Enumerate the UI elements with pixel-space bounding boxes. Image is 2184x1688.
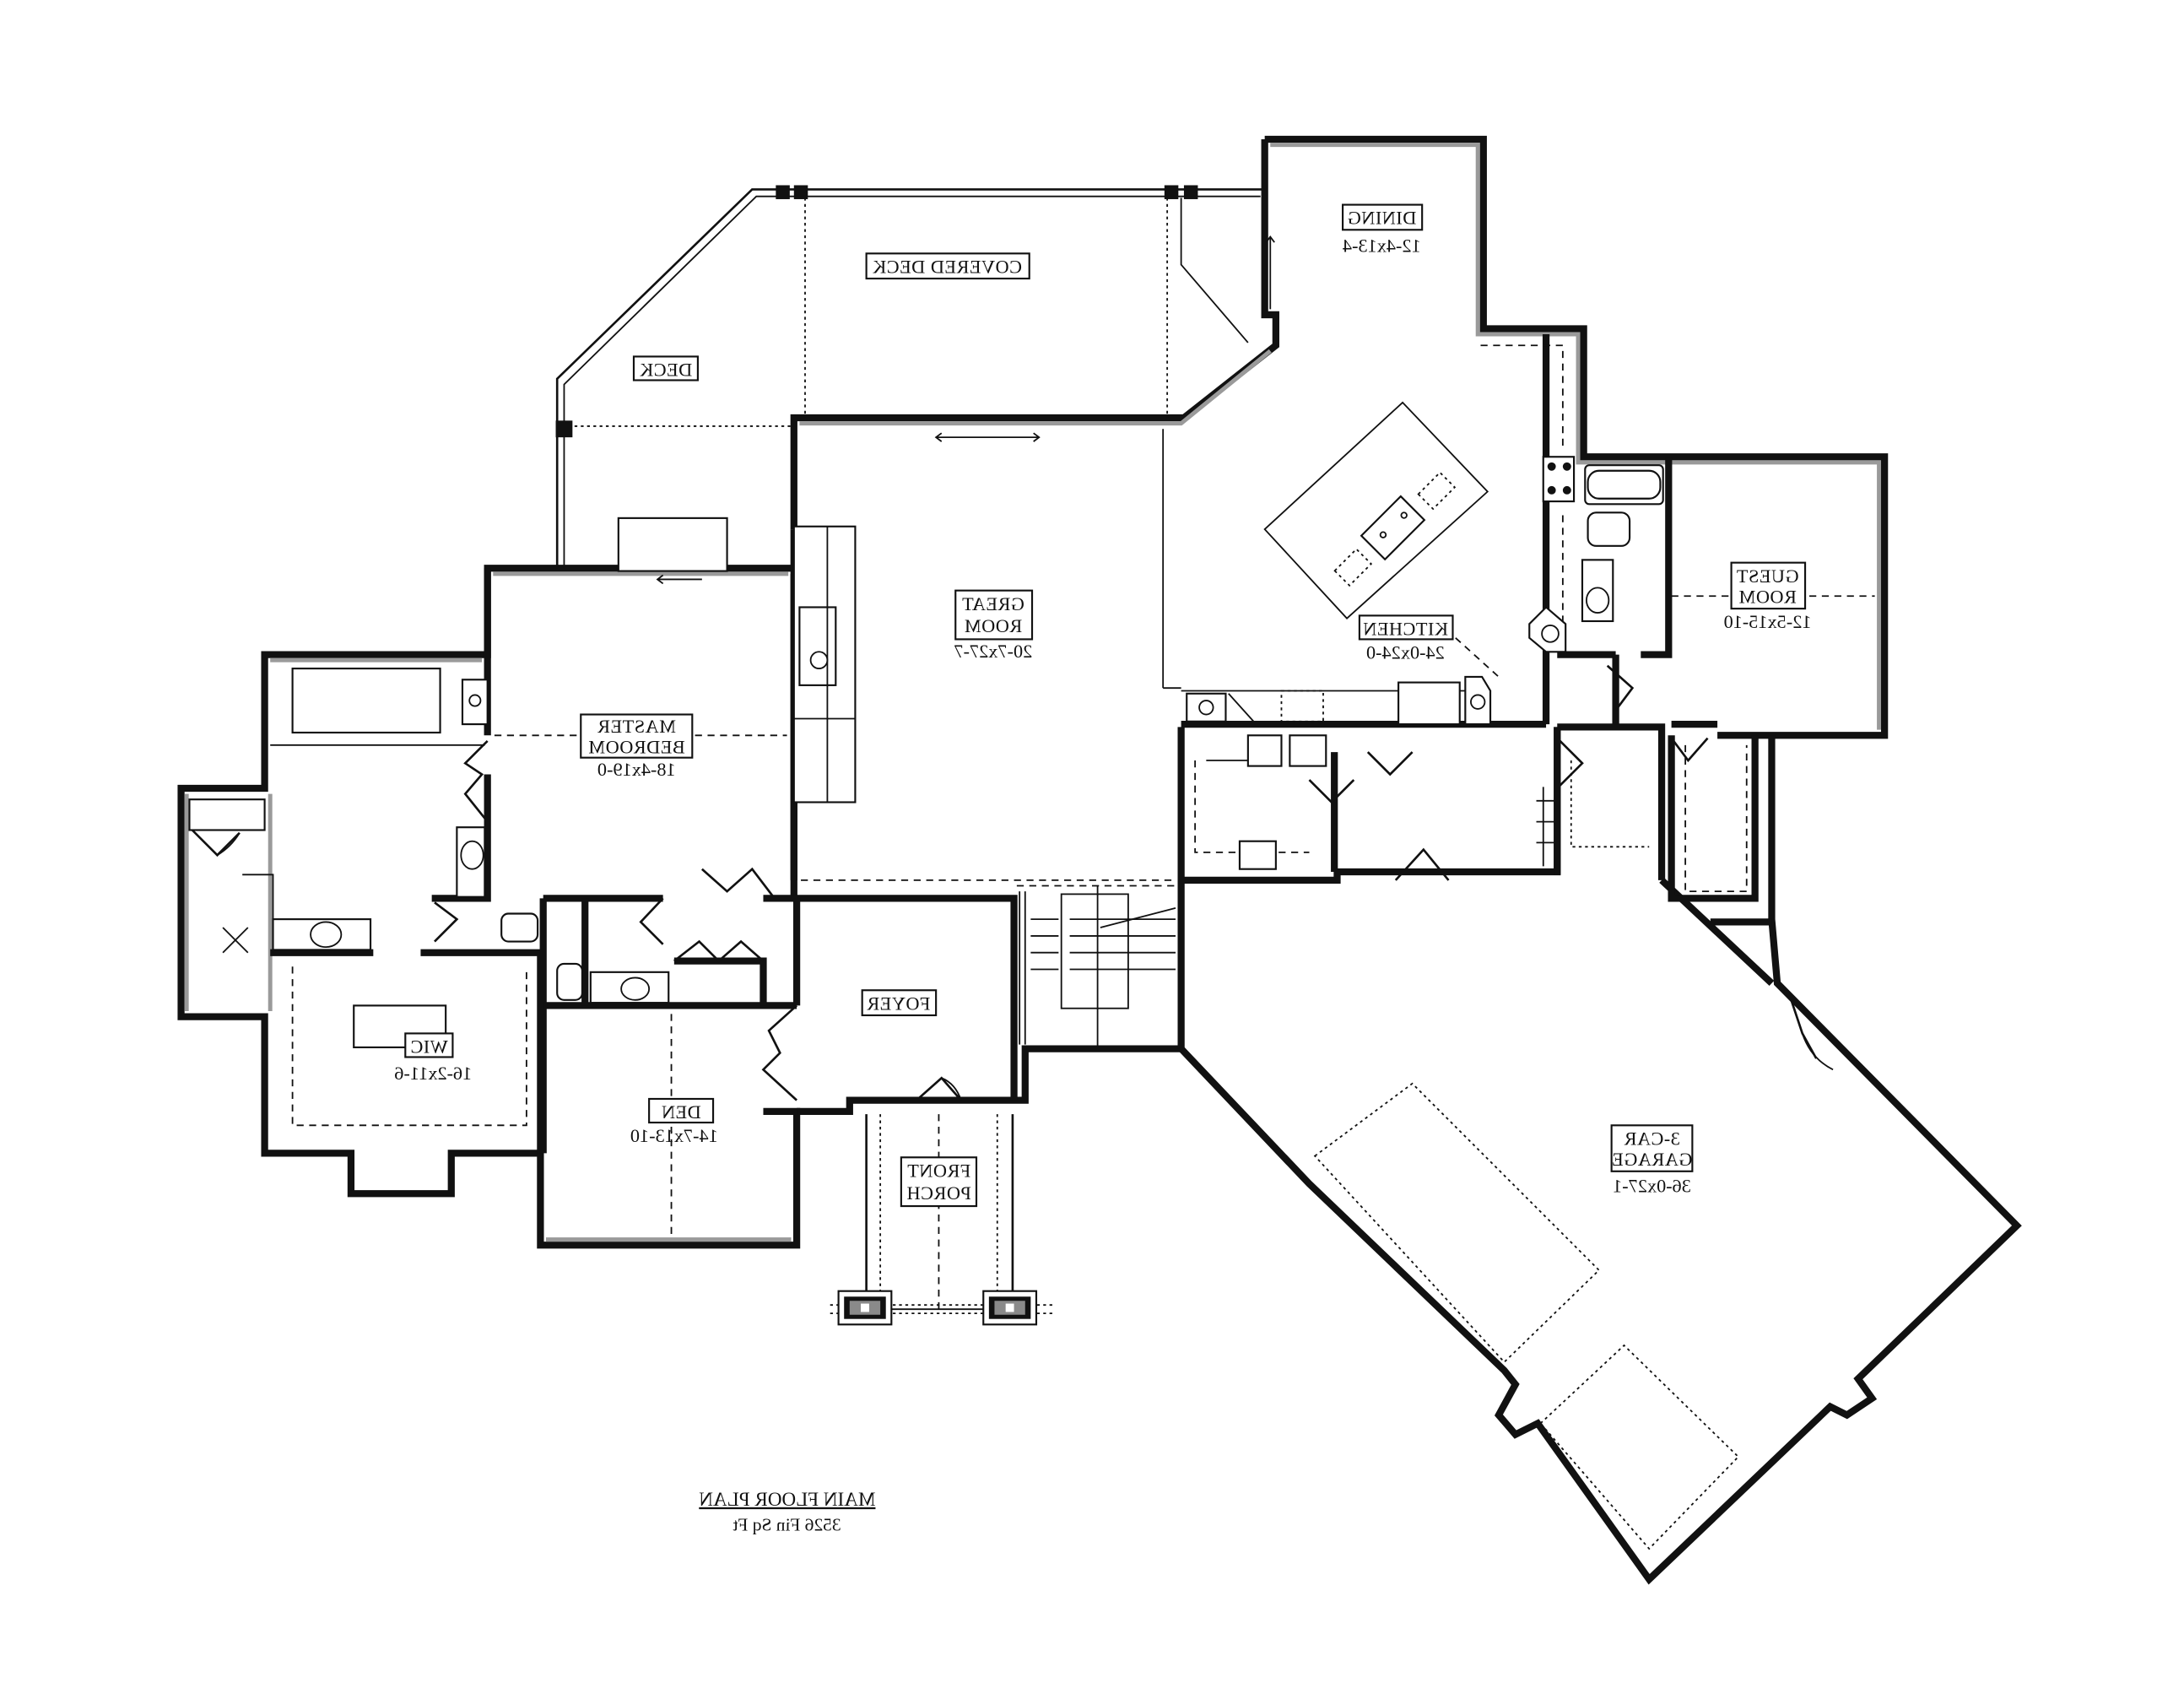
- svg-text:ROOM: ROOM: [1738, 587, 1797, 608]
- staircase: [1030, 885, 1176, 1047]
- svg-text:GREAT: GREAT: [962, 593, 1024, 614]
- svg-text:14-7x13-10: 14-7x13-10: [630, 1125, 718, 1146]
- svg-text:3-CAR: 3-CAR: [1624, 1128, 1680, 1149]
- plan-title-block: MAIN FLOOR PLAN 3526 Fin Sq Ft: [699, 1488, 875, 1535]
- svg-text:MASTER: MASTER: [597, 716, 676, 737]
- vanity: [1581, 559, 1614, 623]
- fixtures: [188, 235, 1875, 1550]
- toilet: [1587, 511, 1631, 547]
- svg-text:ROOM: ROOM: [964, 615, 1022, 636]
- svg-text:GARAGE: GARAGE: [1612, 1149, 1693, 1170]
- svg-text:12-5x15-10: 12-5x15-10: [1724, 611, 1812, 632]
- svg-text:FOYER: FOYER: [867, 993, 930, 1014]
- room-label-foyer: FOYER: [861, 989, 938, 1017]
- svg-text:DINING: DINING: [1347, 208, 1416, 229]
- wall-interior-lines: [184, 143, 1882, 1242]
- plan-subtitle: 3526 Fin Sq Ft: [733, 1515, 841, 1535]
- bed-headboard: [617, 517, 728, 572]
- svg-text:DEN: DEN: [661, 1101, 700, 1123]
- room-label-dining: DINING 12-4x13-4: [1342, 203, 1424, 257]
- svg-text:16-2x11-6: 16-2x11-6: [394, 1063, 472, 1084]
- powder-toilet: [556, 962, 583, 1001]
- room-label-covered-deck: COVERED DECK: [865, 252, 1030, 280]
- svg-text:BEDROOM: BEDROOM: [588, 737, 685, 758]
- room-label-kitchen: KITCHEN 24-0x24-0: [1358, 614, 1454, 663]
- interior-walls: [270, 334, 1772, 1154]
- doors: [191, 664, 1834, 1101]
- svg-text:36-0x27-1: 36-0x27-1: [1613, 1176, 1691, 1197]
- front-porch: [830, 1114, 1053, 1326]
- svg-text:24-0x24-0: 24-0x24-0: [1366, 642, 1445, 663]
- master-toilet: [500, 912, 539, 943]
- kitchen-island: [1263, 401, 1489, 619]
- corner-sink: [1528, 606, 1567, 653]
- svg-text:18-4x19-0: 18-4x19-0: [597, 759, 676, 780]
- svg-text:12-4x13-4: 12-4x13-4: [1343, 235, 1421, 257]
- master-tub: [291, 668, 441, 734]
- plan-title: MAIN FLOOR PLAN: [699, 1488, 875, 1510]
- room-label-great-room: GREAT ROOM 20-7x27-7: [954, 589, 1034, 662]
- svg-text:COVERED DECK: COVERED DECK: [873, 256, 1022, 277]
- linen-closet: [188, 798, 266, 831]
- svg-text:FRONT: FRONT: [907, 1160, 970, 1181]
- fireplace: [798, 606, 837, 686]
- svg-text:PORCH: PORCH: [906, 1182, 971, 1204]
- room-label-den: DEN 14-7x13-10: [630, 1097, 718, 1146]
- svg-text:DECK: DECK: [640, 360, 693, 381]
- deck-area: [555, 185, 1265, 569]
- svg-text:GUEST: GUEST: [1736, 565, 1798, 587]
- kitchen-sink: [1360, 495, 1426, 561]
- room-label-wic: WIC 16-2x11-6: [394, 1032, 472, 1084]
- room-label-garage: 3-CAR GARAGE 36-0x27-1: [1610, 1124, 1694, 1197]
- room-label-deck: DECK: [632, 355, 699, 381]
- room-label-front-porch: FRONT PORCH: [900, 1156, 978, 1208]
- room-label-guest-room: GUEST ROOM 12-5x15-10: [1724, 561, 1812, 632]
- wic-island: [353, 1004, 447, 1048]
- svg-text:20-7x27-7: 20-7x27-7: [954, 641, 1032, 662]
- room-label-master-bedroom: MASTER BEDROOM 18-4x19-0: [580, 713, 694, 780]
- svg-text:KITCHEN: KITCHEN: [1363, 618, 1448, 639]
- svg-text:WIC: WIC: [410, 1036, 448, 1058]
